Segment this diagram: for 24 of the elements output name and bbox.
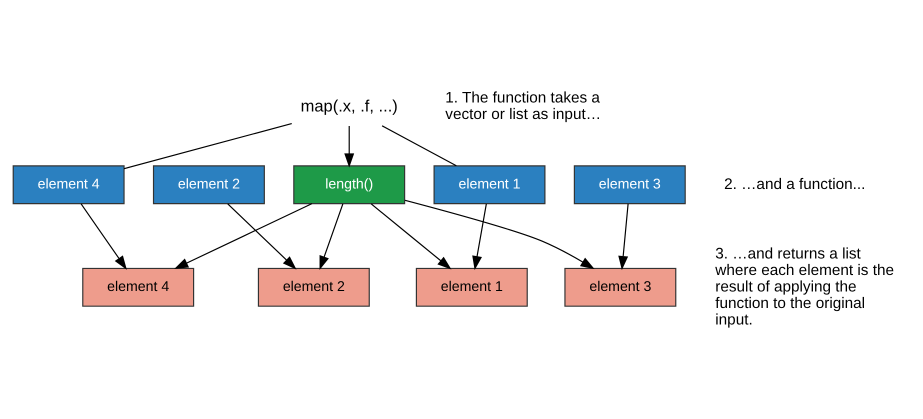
label: 1. The function takes a vector or list as input… [445,90,602,124]
node-box: element 2 [152,165,265,204]
arrow [227,203,297,270]
node-box: element 3 [564,268,676,307]
node-box: element 4 [82,268,194,307]
node-box: element 1 [434,165,546,204]
node-text: map(.x, .f, ...) [300,97,398,116]
node-box: length() [293,165,406,204]
node-box: element 4 [12,165,125,204]
label: 2. …and a function... [724,176,866,193]
arrow [320,204,344,270]
arrow [404,200,595,270]
arrow [344,126,354,168]
arrow [174,203,312,270]
node-box: element 3 [574,165,686,204]
arrow [80,204,127,270]
node-box: element 1 [416,268,528,307]
node-box: element 2 [258,268,370,307]
arrow [472,204,487,270]
connector [382,125,457,166]
arrow [618,204,629,270]
connector [124,123,292,170]
label: 3. …and returns a list where each element is the result of applying the function to the original input. [715,245,894,328]
arrow [370,203,452,270]
